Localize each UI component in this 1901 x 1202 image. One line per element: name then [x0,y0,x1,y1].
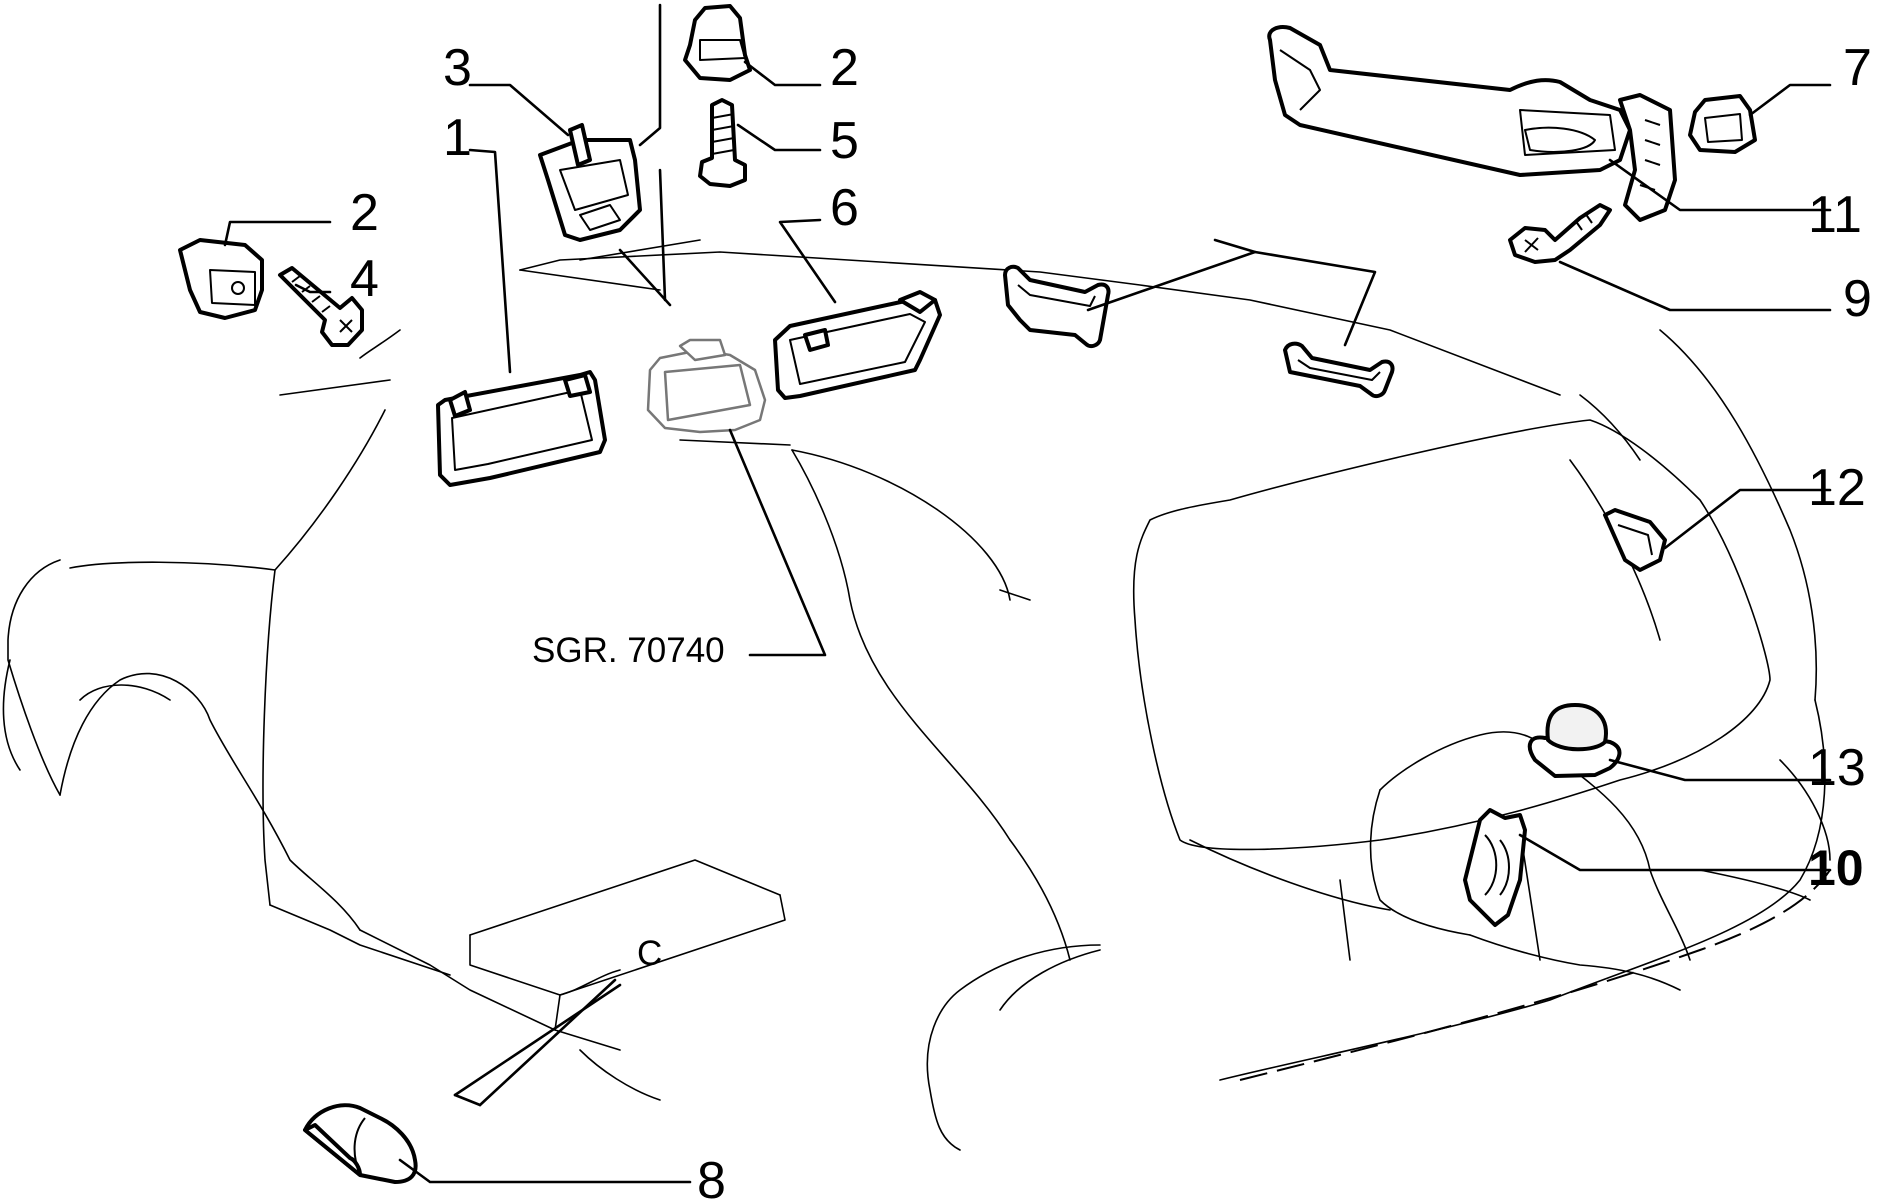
label-part-12: 12 [1808,459,1866,517]
screw-5 [698,98,747,188]
clip-12 [1603,508,1667,572]
label-part-6: 6 [830,179,859,237]
bracket-10 [1463,808,1527,927]
car-body-outline [2,239,1831,1151]
label-part-2-top: 2 [830,39,859,97]
clip-left [178,238,264,320]
label-part-5: 5 [830,112,859,170]
grab-handle-large [1267,25,1677,222]
label-part-3: 3 [443,39,472,97]
screw-9 [1508,203,1612,264]
grab-handle-small-rear [1283,341,1395,399]
sun-visor-left [436,370,607,487]
cap-13 [1527,703,1622,778]
label-part-2-left: 2 [350,184,379,242]
label-part-8: 8 [697,1152,726,1202]
label-part-13: 13 [1808,739,1866,797]
cap-8 [303,1103,418,1184]
label-part-7: 7 [1843,39,1872,97]
label-part-1: 1 [443,109,472,167]
clip-7 [1688,94,1757,154]
sun-visor-right [773,290,942,400]
label-part-4: 4 [350,250,379,308]
label-part-11: 11 [1808,186,1862,244]
part-number-labels: 3 1 2 5 6 2 4 7 11 9 12 13 10 8 SGR. 707… [350,39,1872,1202]
grab-handle-small-front [1003,264,1111,349]
label-part-9: 9 [1843,270,1872,328]
label-part-10: 10 [1808,840,1864,896]
reference-label: SGR. 70740 [532,631,725,670]
rear-view-mirror-ghost [646,338,767,434]
visor-bracket [538,123,642,242]
leader-lines [223,3,1832,1184]
body-letter: C [637,934,662,973]
clip-upper [683,4,752,82]
